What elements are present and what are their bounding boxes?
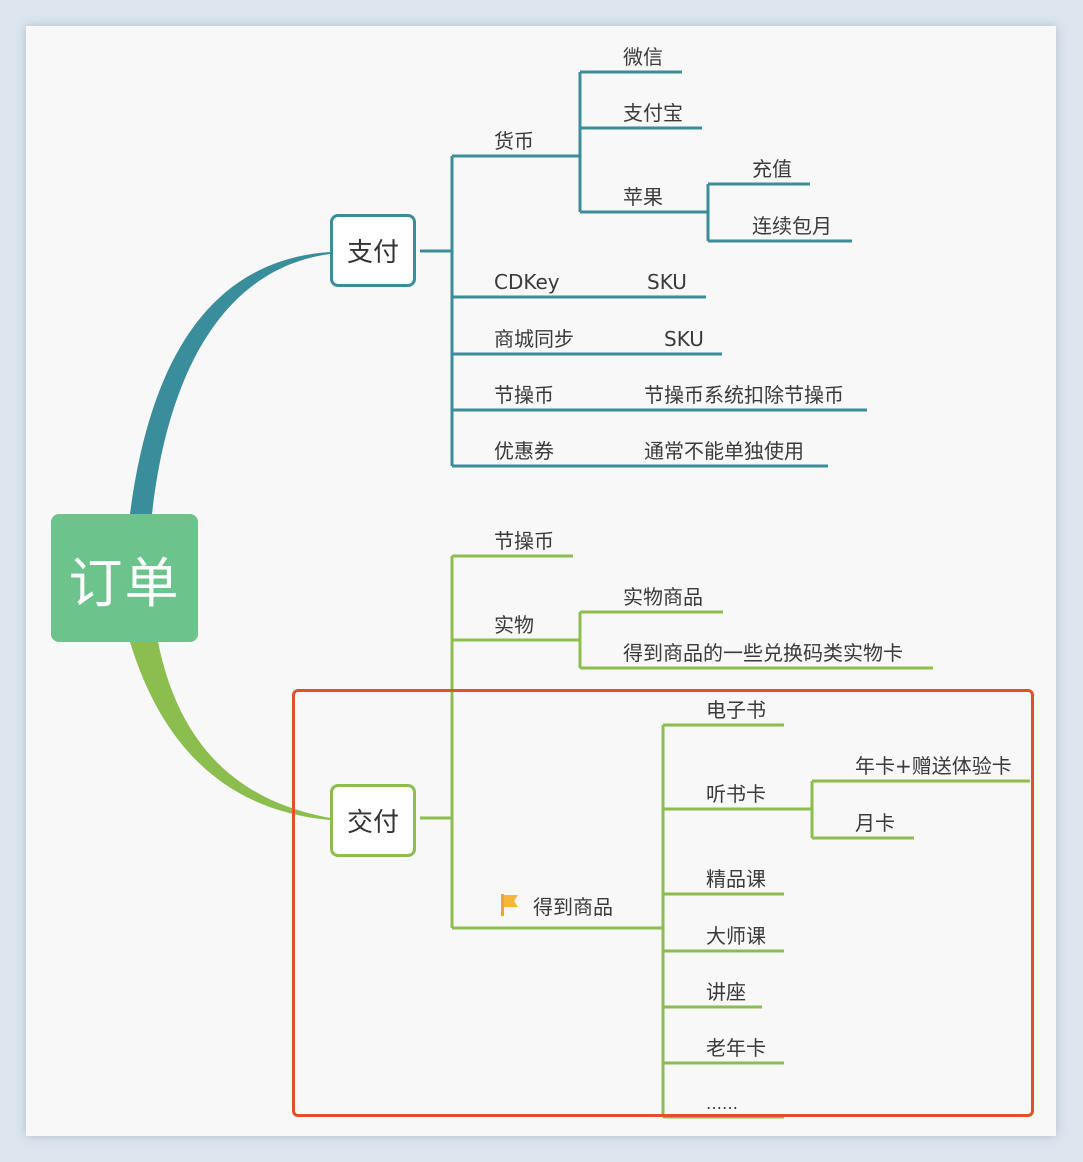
node-apple[interactable]: 苹果 [623, 185, 663, 209]
deliver-node[interactable]: 交付 [330, 784, 416, 857]
node-cdkey[interactable]: CDKey [494, 270, 560, 294]
node-dedao-goods[interactable]: 得到商品 [533, 895, 613, 919]
node-pay-coin-note: 节操币系统扣除节操币 [644, 383, 844, 407]
node-physical-card[interactable]: 得到商品的一些兑换码类实物卡 [623, 641, 903, 665]
node-lecture[interactable]: 讲座 [706, 980, 746, 1004]
node-physical[interactable]: 实物 [494, 613, 534, 637]
node-monthly[interactable]: 连续包月 [752, 214, 832, 238]
node-master[interactable]: 大师课 [706, 924, 766, 948]
node-course[interactable]: 精品课 [706, 867, 766, 891]
node-pay-coin[interactable]: 节操币 [494, 383, 554, 407]
node-annual-card[interactable]: 年卡+赠送体验卡 [855, 754, 1012, 778]
node-recharge[interactable]: 充值 [752, 157, 792, 181]
pay-node[interactable]: 支付 [330, 214, 416, 287]
highlight-box [292, 689, 1034, 1117]
node-month-card[interactable]: 月卡 [855, 811, 895, 835]
node-more: …… [706, 1094, 738, 1113]
node-mall-sync-note: SKU [664, 327, 704, 351]
node-ebook[interactable]: 电子书 [706, 698, 766, 722]
root-node[interactable]: 订单 [51, 514, 198, 642]
node-physical-goods[interactable]: 实物商品 [623, 585, 703, 609]
node-coupon[interactable]: 优惠券 [494, 439, 554, 463]
node-senior-card[interactable]: 老年卡 [706, 1036, 766, 1060]
node-audio-card[interactable]: 听书卡 [706, 782, 766, 806]
node-coupon-note: 通常不能单独使用 [644, 439, 804, 463]
node-currency[interactable]: 货币 [494, 129, 534, 153]
node-wechat[interactable]: 微信 [623, 45, 663, 69]
node-deliver-coin[interactable]: 节操币 [494, 529, 554, 553]
flag-icon [501, 894, 518, 916]
node-mall-sync[interactable]: 商城同步 [494, 327, 574, 351]
node-alipay[interactable]: 支付宝 [623, 101, 683, 125]
node-cdkey-note: SKU [647, 270, 687, 294]
